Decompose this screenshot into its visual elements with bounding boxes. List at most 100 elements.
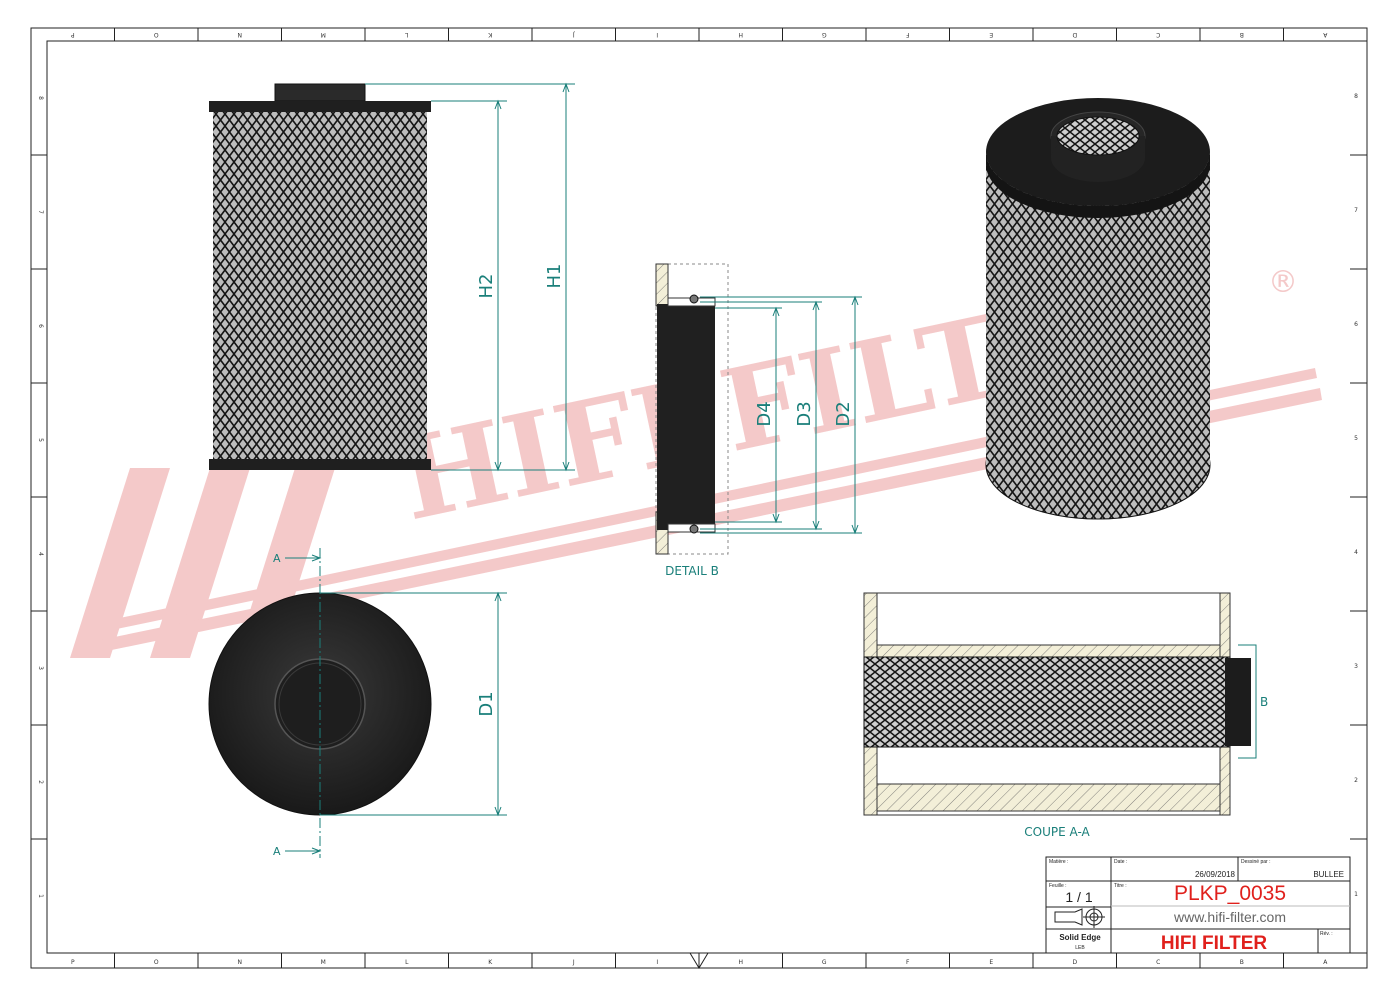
- detail-b-label: B: [1260, 695, 1268, 709]
- zone-label-top: I: [656, 31, 658, 38]
- zone-label-left: 6: [37, 324, 44, 328]
- zone-label-top: O: [154, 31, 159, 38]
- dimension-d2: D2: [833, 401, 854, 426]
- section-core-mesh: [863, 656, 1231, 748]
- zone-label-bottom: C: [1156, 959, 1160, 966]
- zone-label-top: B: [1240, 31, 1244, 38]
- section-label-a-top: A: [273, 552, 281, 565]
- website: www.hifi-filter.com: [1173, 909, 1286, 925]
- brand-name: HIFI FILTER: [1161, 933, 1268, 954]
- section-b-marker: [1238, 644, 1257, 759]
- zone-label-top: E: [989, 31, 993, 38]
- isometric-view: [985, 98, 1211, 520]
- projection-symbol-icon: [1054, 906, 1105, 928]
- zone-label-left: 7: [37, 210, 44, 214]
- zone-rulers: P P O O N N M M L L K K J J I I H H G G F F E E D D C C B B A A 8 8 7 7 6 6 5 5…: [31, 28, 1367, 968]
- zone-label-right: 1: [1354, 891, 1358, 898]
- zone-label-bottom: A: [1323, 959, 1328, 966]
- top-view: [208, 592, 432, 816]
- center-marker-icon: [689, 952, 709, 969]
- title-block: [1045, 856, 1351, 954]
- zone-label-left: 8: [37, 96, 44, 100]
- zone-label-bottom: D: [1072, 959, 1077, 966]
- outlet-neck: [274, 83, 366, 102]
- dimension-d4: D4: [754, 401, 775, 426]
- zone-label-right: 5: [1354, 435, 1358, 442]
- zone-label-right: 4: [1354, 549, 1358, 556]
- zone-label-bottom: M: [321, 959, 326, 966]
- zone-label-top: F: [905, 31, 909, 38]
- dimension-h2: H2: [476, 274, 497, 299]
- detail-b-endcap-top: [655, 263, 669, 307]
- filter-mesh-front: [213, 112, 427, 459]
- dimension-d1: D1: [476, 691, 497, 716]
- section-media-bottom: [876, 783, 1221, 812]
- o-ring-bottom: [689, 524, 699, 534]
- o-ring-top: [689, 294, 699, 304]
- label-rev: Rév. :: [1320, 931, 1333, 937]
- detail-b-dimensions: [700, 295, 862, 535]
- zone-label-top: H: [738, 31, 743, 38]
- zone-label-bottom: B: [1240, 959, 1244, 966]
- zone-label-top: L: [404, 31, 408, 38]
- zone-label-bottom: L: [405, 959, 409, 966]
- top-end-cap: [209, 101, 431, 112]
- zone-label-top: G: [822, 31, 827, 38]
- zone-label-bottom: H: [738, 959, 743, 966]
- dimension-h1: H1: [544, 264, 565, 289]
- label-matiere: Matière :: [1049, 859, 1068, 865]
- section-line-a: [285, 548, 507, 858]
- author-value: BULLEE: [1313, 870, 1344, 879]
- zone-label-bottom: O: [154, 959, 159, 966]
- section-caption: COUPE A-A: [1024, 825, 1090, 839]
- label-titre: Titre :: [1114, 883, 1127, 889]
- zone-label-bottom: E: [989, 959, 993, 966]
- zone-label-top: P: [71, 31, 75, 38]
- zone-label-left: 4: [37, 552, 44, 556]
- zone-label-right: 6: [1354, 321, 1358, 328]
- iso-top-cap-edge: [986, 152, 1210, 218]
- zone-label-right: 8: [1354, 93, 1358, 100]
- zone-label-top: N: [238, 31, 243, 38]
- label-date: Date :: [1114, 859, 1127, 865]
- zone-label-bottom: K: [488, 959, 493, 966]
- zone-label-left: 2: [37, 780, 44, 784]
- zone-label-bottom: J: [572, 959, 575, 966]
- zone-label-top: A: [1322, 31, 1327, 38]
- label-feuille: Feuille :: [1049, 883, 1067, 889]
- zone-label-bottom: I: [656, 959, 658, 966]
- detail-b-seal-body: [657, 304, 715, 530]
- detail-b-view: [655, 263, 729, 555]
- cad-software: Solid Edge: [1059, 933, 1101, 942]
- zone-label-top: D: [1072, 31, 1077, 38]
- zone-label-top: J: [573, 31, 576, 38]
- zone-label-top: C: [1156, 31, 1160, 38]
- zone-label-top: M: [321, 31, 326, 38]
- dimension-d3: D3: [794, 401, 815, 426]
- zone-label-top: K: [487, 31, 492, 38]
- zone-label-bottom: G: [822, 959, 827, 966]
- zone-label-bottom: P: [71, 959, 75, 966]
- date-value: 26/09/2018: [1195, 870, 1236, 879]
- zone-label-left: 5: [37, 438, 44, 442]
- registered-mark: ®: [1268, 265, 1298, 300]
- detail-b-frame: [655, 263, 729, 555]
- part-number: PLKP_0035: [1174, 882, 1286, 905]
- section-a-a-view: [863, 592, 1251, 816]
- zone-label-left: 3: [37, 666, 44, 670]
- section-outlet: [1225, 658, 1251, 746]
- front-view: [209, 83, 431, 470]
- zone-label-right: 2: [1354, 777, 1358, 784]
- section-media-top: [876, 644, 1221, 658]
- zone-label-bottom: N: [238, 959, 243, 966]
- bottom-end-cap: [209, 459, 431, 470]
- zone-label-right: 7: [1354, 207, 1358, 214]
- height-dimensions: [365, 82, 575, 472]
- zone-label-left: 1: [37, 894, 44, 898]
- zone-label-bottom: F: [906, 959, 910, 966]
- section-label-a-bottom: A: [273, 845, 281, 858]
- iso-outlet-opening: [1056, 116, 1140, 156]
- detail-b-caption: DETAIL B: [665, 564, 719, 578]
- label-dessine-par: Dessiné par :: [1241, 859, 1270, 865]
